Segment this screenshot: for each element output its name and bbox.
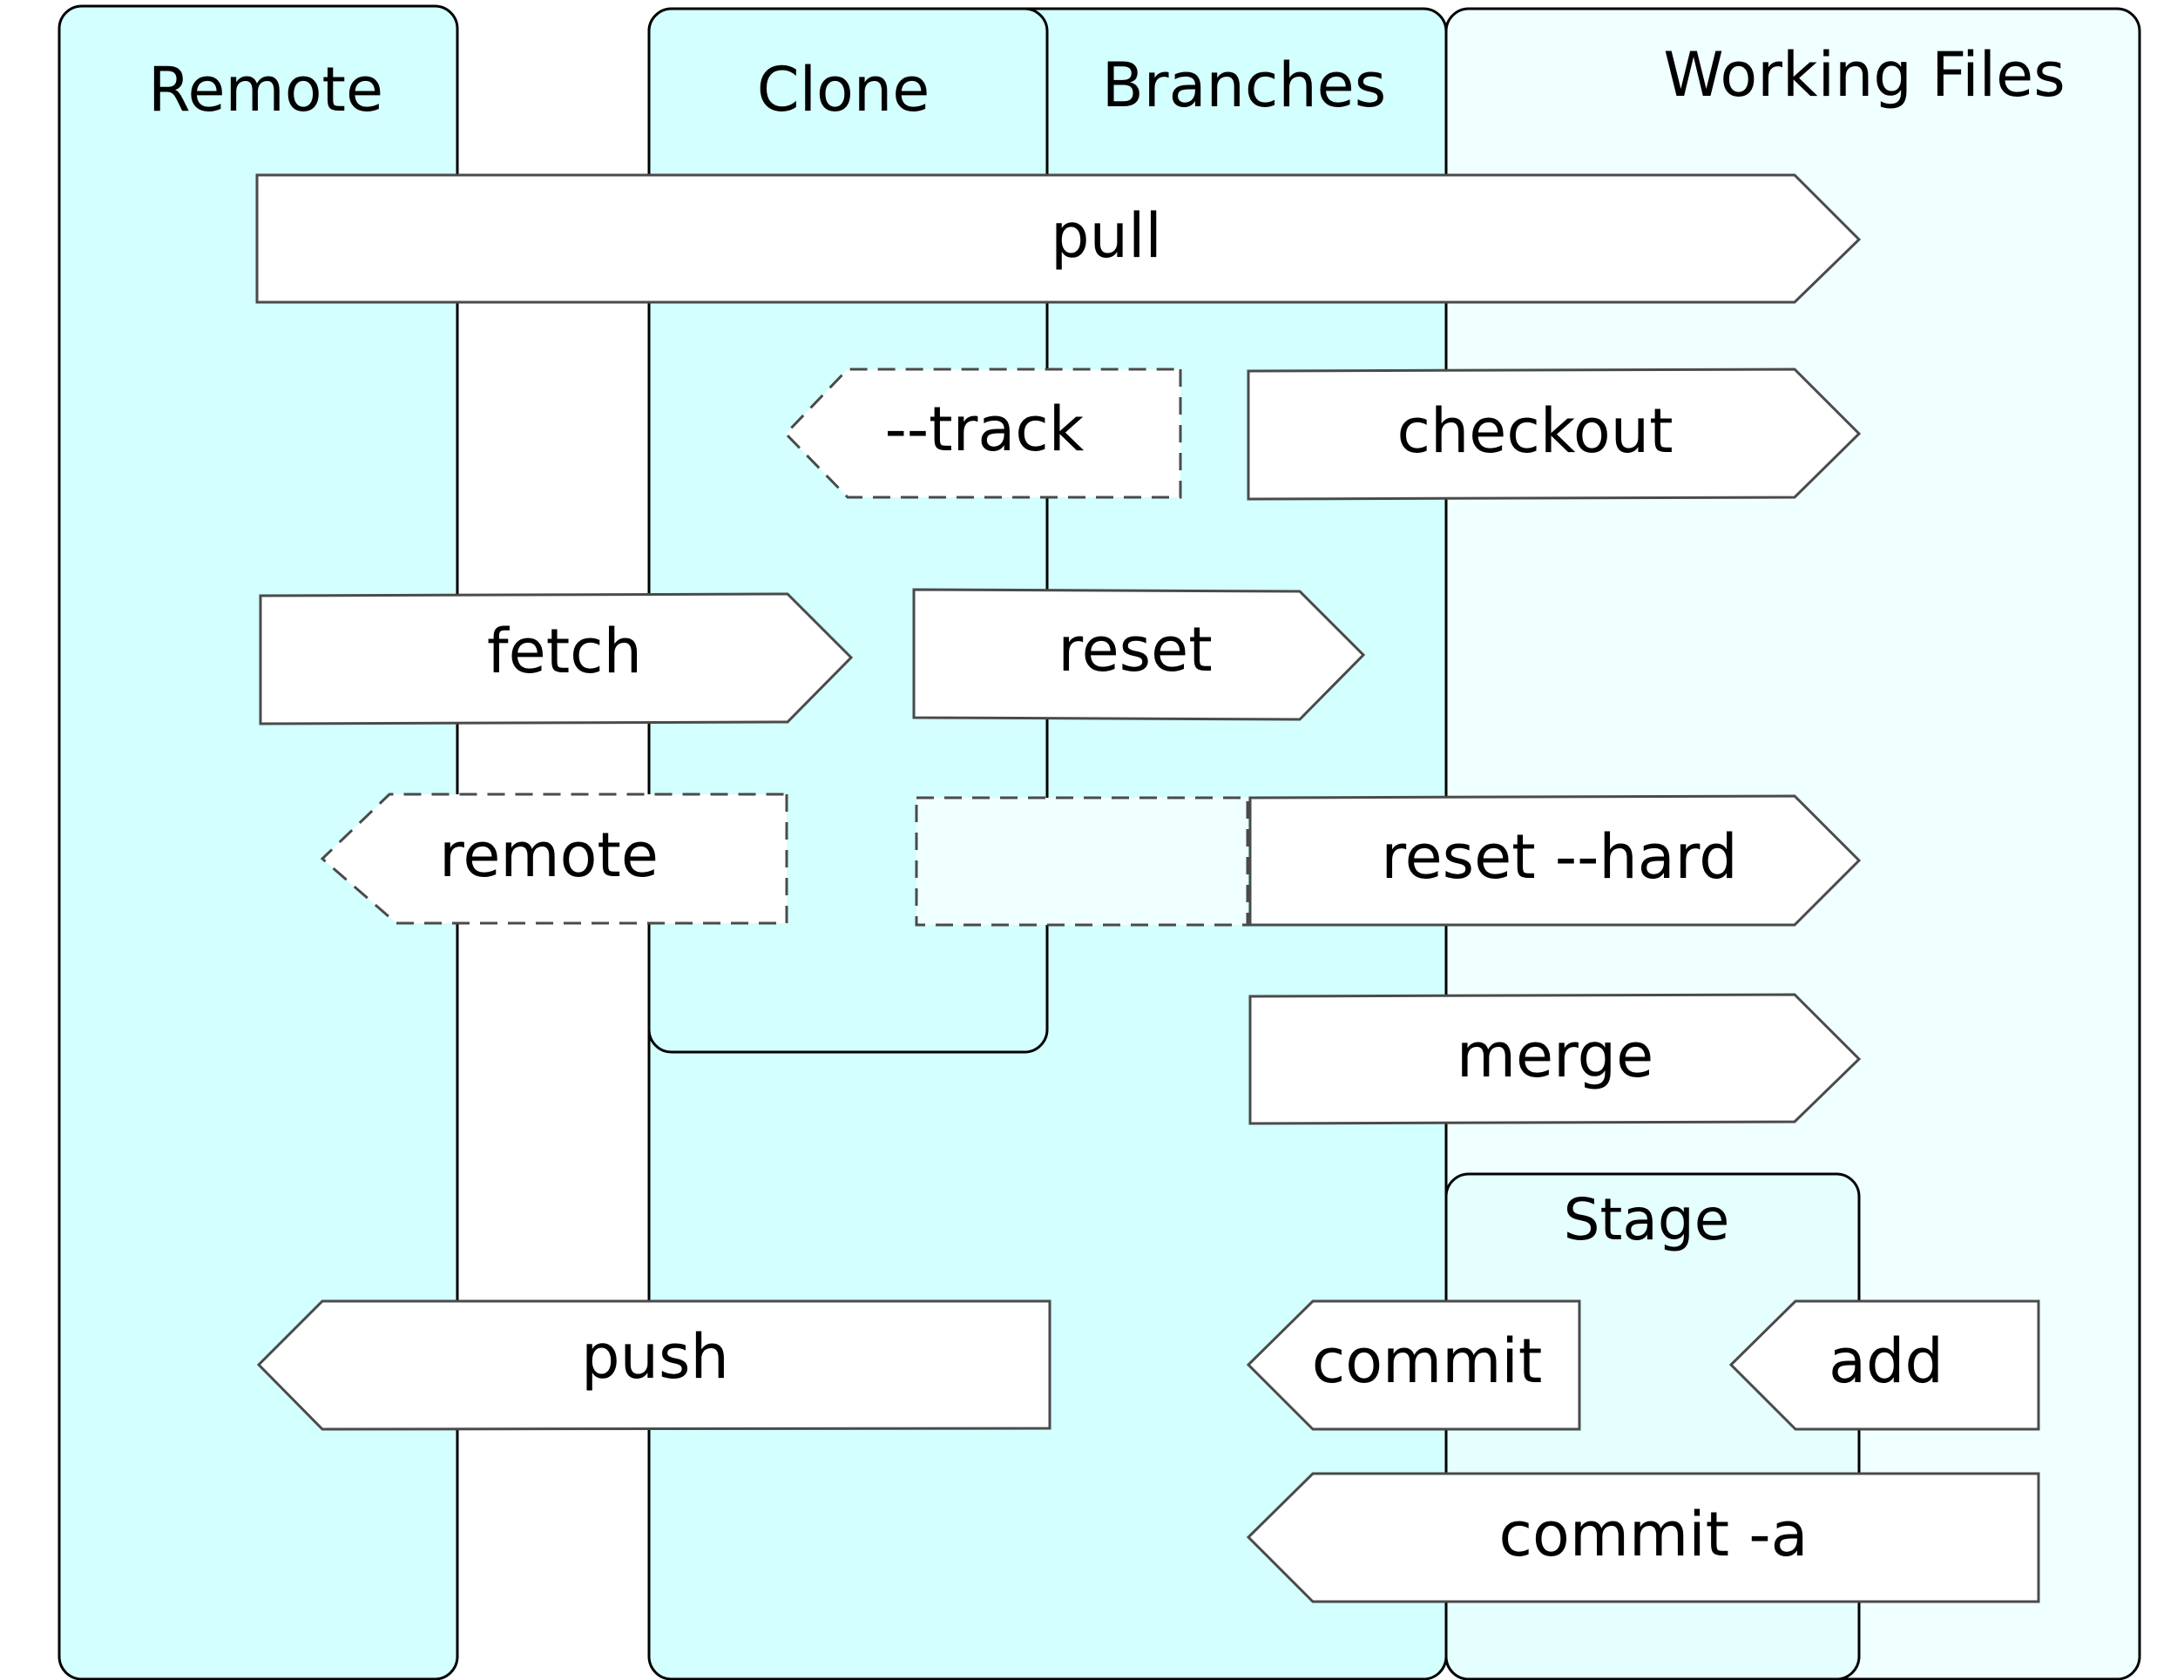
merge-label: merge: [1457, 1020, 1653, 1091]
arrow-labels: pull --track checkout fetch reset remote…: [439, 200, 1944, 1570]
track-label: --track: [885, 394, 1085, 465]
lane-title-stage: Stage: [1564, 1186, 1730, 1253]
reset-arrow: [912, 588, 1366, 721]
arrows: [255, 173, 2040, 1603]
add-label: add: [1829, 1326, 1944, 1397]
checkout-label: checkout: [1396, 395, 1673, 467]
pull-arrow: [255, 173, 1862, 304]
fetch-label: fetch: [487, 616, 642, 687]
track-arrow: [783, 368, 1182, 499]
reset-hard-arrow: [1248, 794, 1862, 927]
dashed-placeholder-box: [915, 796, 1249, 927]
lane-title-branches: Branches: [1102, 50, 1386, 121]
remote-label: remote: [439, 820, 659, 891]
reset-hard-label: reset --hard: [1381, 821, 1737, 893]
commit-a-label: commit -a: [1499, 1499, 1809, 1570]
commit-a-arrow: [1246, 1472, 2040, 1603]
fetch-arrow: [259, 592, 854, 725]
lane-title-clone: Clone: [757, 54, 930, 125]
add-arrow: [1728, 1299, 2040, 1431]
commit-arrow: [1246, 1299, 1581, 1431]
push-label: push: [581, 1321, 729, 1393]
reset-label: reset: [1058, 614, 1212, 685]
push-arrow: [256, 1299, 1051, 1431]
commit-label: commit: [1312, 1326, 1543, 1397]
remote-arrow: [320, 793, 788, 925]
pull-label: pull: [1051, 200, 1162, 272]
merge-arrow: [1248, 993, 1862, 1125]
lane-titles: Remote Clone Branches Working Files Stag…: [148, 39, 2066, 1253]
lane-title-remote: Remote: [148, 54, 383, 125]
lane-title-working-files: Working Files: [1663, 39, 2065, 111]
checkout-arrow: [1247, 368, 1862, 501]
